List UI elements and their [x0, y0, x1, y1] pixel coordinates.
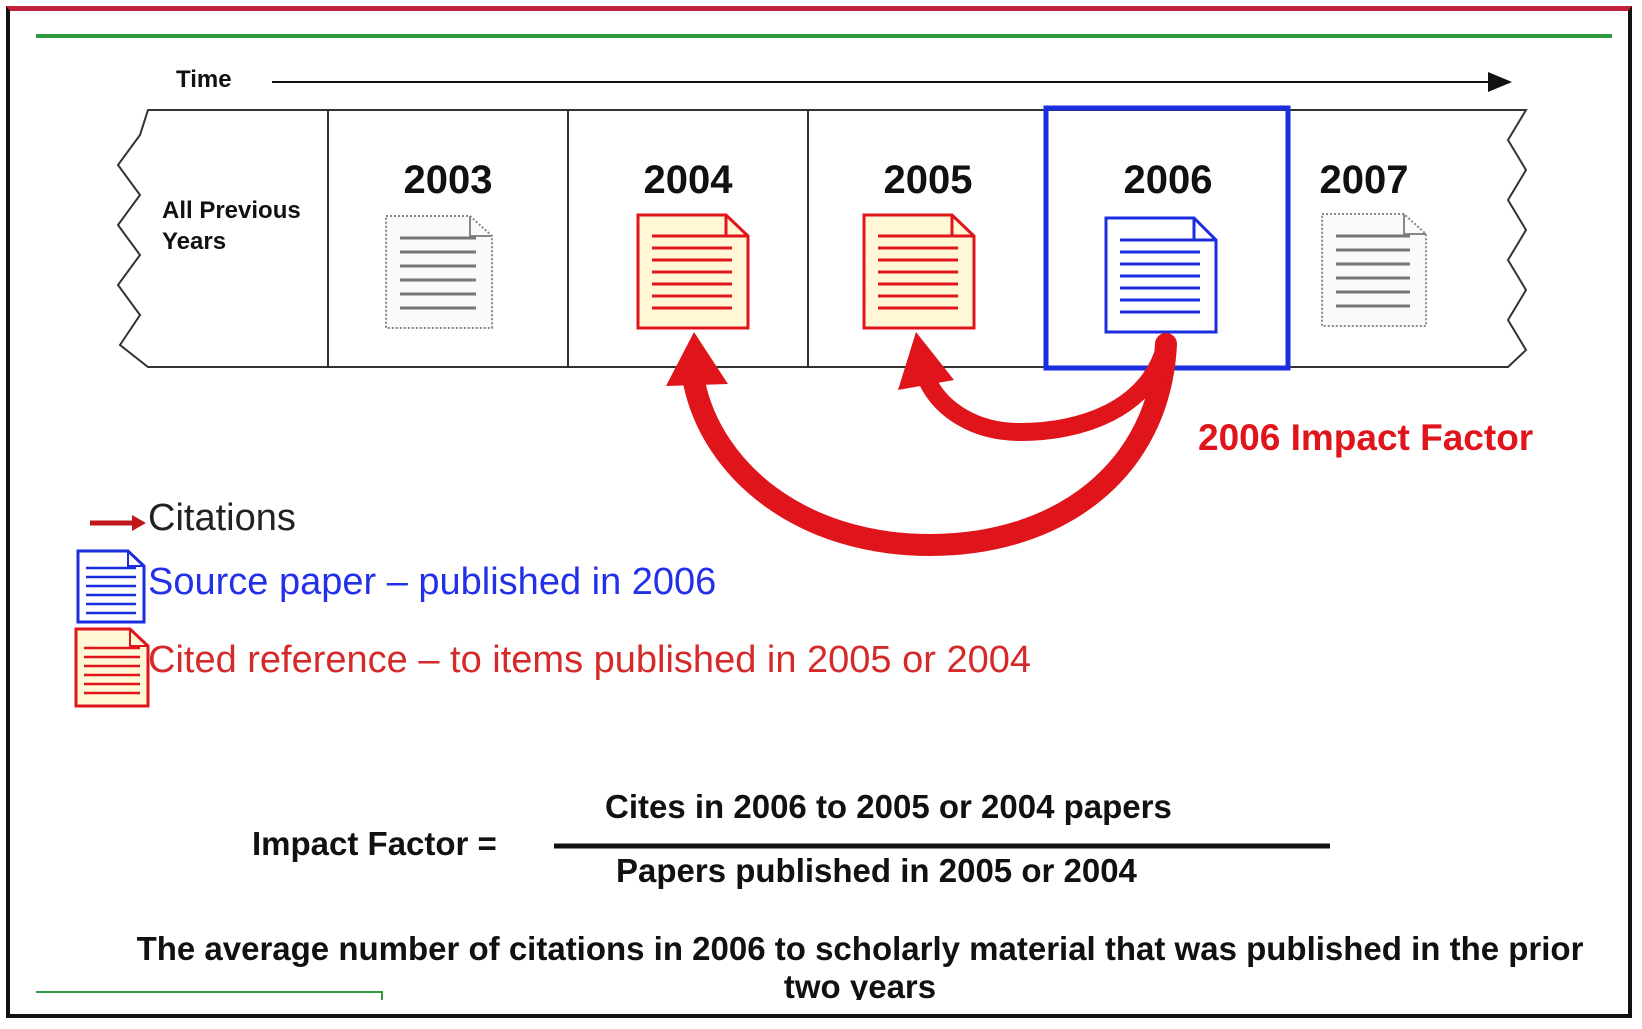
legend-source-paper-label: Source paper – published in 2006: [148, 561, 717, 603]
source-paper-legend-icon: [76, 549, 146, 624]
bottom-green-rule: [36, 991, 383, 1000]
year-label-2004: 2004: [643, 158, 733, 202]
definition-caption: The average number of citations in 2006 …: [136, 930, 1584, 1000]
impact-factor-title: 2006 Impact Factor: [1198, 417, 1534, 458]
caption-clip: The average number of citations in 2006 …: [136, 930, 1584, 1000]
previous-years-label: All Previous Years: [162, 197, 301, 255]
formula-numerator: Cites in 2006 to 2005 or 2004 papers: [605, 788, 1172, 825]
citation-arrow-to-2004: [666, 332, 1177, 557]
year-label-2003: 2003: [403, 158, 493, 202]
formula-lhs: Impact Factor =: [252, 825, 497, 862]
legend-citations-label: Citations: [148, 497, 296, 539]
legend-cited-reference-label: Cited reference – to items published in …: [148, 639, 1031, 681]
year-label-2006: 2006: [1123, 158, 1213, 202]
document-2005-icon: [862, 213, 976, 330]
document-2004-icon: [636, 213, 750, 330]
year-label-2005: 2005: [883, 158, 973, 202]
cited-reference-legend-icon: [74, 627, 150, 708]
year-label-2007: 2007: [1319, 158, 1409, 202]
document-2003-icon: [385, 215, 493, 329]
citation-arrow-to-2005: [898, 332, 1175, 442]
citation-arrow-legend-icon: [90, 515, 146, 531]
document-2007-icon: [1321, 213, 1427, 327]
document-2006-icon: [1104, 216, 1218, 334]
formula-denominator: Papers published in 2005 or 2004: [616, 852, 1137, 889]
time-axis-label: Time: [176, 66, 232, 93]
